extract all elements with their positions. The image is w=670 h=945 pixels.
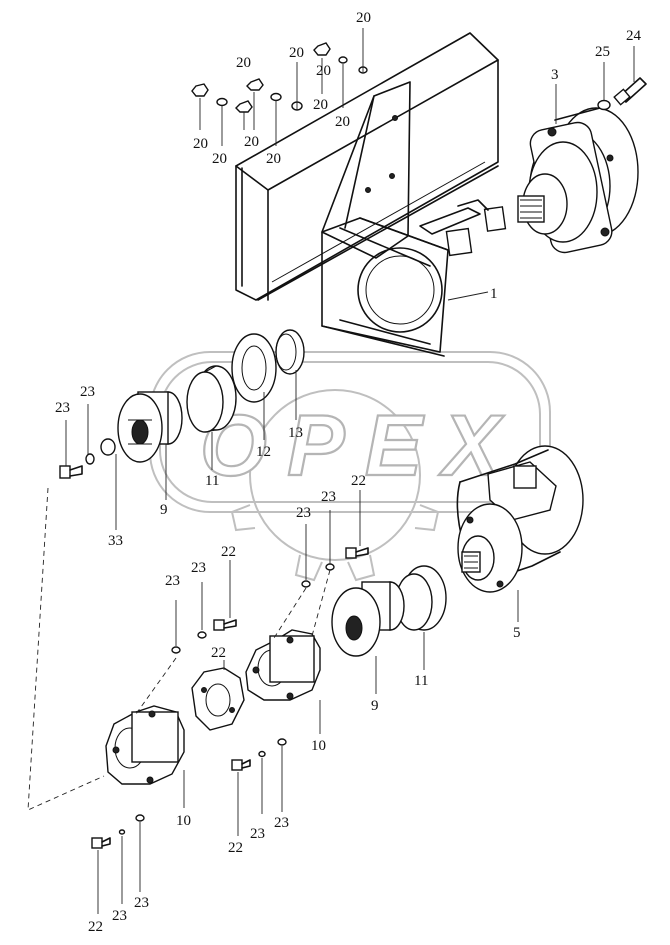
bolt-22-lower-l	[91, 837, 111, 849]
washer-25	[597, 99, 611, 111]
ring-13	[275, 329, 305, 375]
watermark-gear	[230, 389, 440, 582]
washer-23-lr1	[258, 750, 266, 758]
part-labels: 20 20 20 20 20 20 20 20 20 20 25 24 3 1 …	[55, 10, 642, 935]
label-11-b: 11	[414, 673, 428, 689]
label-13: 13	[288, 425, 303, 441]
label-1: 1	[490, 286, 498, 302]
bolt-22-lower-r	[231, 759, 251, 771]
bolt-24	[613, 77, 647, 106]
label-25: 25	[595, 44, 610, 60]
hub-9-upper	[117, 391, 183, 463]
label-22-d: 22	[228, 840, 243, 856]
ring-12	[231, 333, 277, 403]
label-20-b: 20	[212, 151, 227, 167]
label-23-j: 23	[134, 895, 149, 911]
fasteners-20	[191, 42, 368, 113]
label-20-g: 20	[313, 97, 328, 113]
sensor-switch	[419, 199, 507, 257]
label-23-d: 23	[296, 505, 311, 521]
label-33: 33	[108, 533, 123, 549]
label-23-e: 23	[191, 560, 206, 576]
assembly-lines	[27, 487, 331, 811]
washer-23-ll2	[135, 814, 145, 822]
frame-beam	[235, 32, 499, 301]
washer-23-r1	[325, 563, 335, 571]
label-20-f: 20	[289, 45, 304, 61]
label-9-b: 9	[371, 698, 379, 714]
label-23-g: 23	[250, 826, 265, 842]
label-5: 5	[513, 625, 521, 641]
label-23-i: 23	[112, 908, 127, 924]
label-23-b: 23	[80, 384, 95, 400]
coupling-10-left	[105, 705, 185, 785]
label-20-j: 20	[316, 63, 331, 79]
bracket-plate	[321, 81, 449, 357]
washer-33	[100, 438, 116, 456]
label-3: 3	[551, 67, 559, 83]
washer-23-m1	[197, 631, 207, 639]
label-20-i: 20	[356, 10, 371, 26]
label-20-d: 20	[244, 134, 259, 150]
bolt-22-middle	[213, 619, 237, 631]
label-23-c: 23	[321, 489, 336, 505]
coupling-10-right	[245, 629, 321, 701]
label-10-a: 10	[311, 738, 326, 754]
label-10-b: 10	[176, 813, 191, 829]
seal-11-upper	[186, 365, 237, 433]
label-20-h: 20	[335, 114, 350, 130]
seal-11-lower	[395, 565, 447, 631]
label-24: 24	[626, 28, 642, 44]
label-20-a: 20	[193, 136, 208, 152]
label-22-a: 22	[351, 473, 366, 489]
pump-5	[456, 445, 584, 593]
label-11-a: 11	[205, 473, 219, 489]
washer-23-m2	[171, 646, 181, 654]
label-9-a: 9	[160, 502, 168, 518]
label-23-f: 23	[165, 573, 180, 589]
label-23-a: 23	[55, 400, 70, 416]
label-20-e: 20	[266, 151, 281, 167]
label-23-h: 23	[274, 815, 289, 831]
plate-22	[191, 667, 245, 731]
leader-lines	[65, 28, 635, 914]
washer-23-left	[85, 453, 95, 465]
label-12: 12	[256, 444, 271, 460]
hub-9-lower	[331, 581, 405, 657]
label-20-c: 20	[236, 55, 251, 71]
bolt-22-upper	[345, 547, 369, 559]
hydraulic-motor	[517, 107, 639, 254]
label-22-b: 22	[221, 544, 236, 560]
washer-23-lr2	[277, 738, 287, 746]
bolt-23-left	[59, 465, 83, 479]
washer-23-ll1	[118, 829, 126, 835]
label-22-c: 22	[211, 645, 226, 661]
washer-23-r2	[301, 580, 311, 588]
label-22-e: 22	[88, 919, 103, 935]
